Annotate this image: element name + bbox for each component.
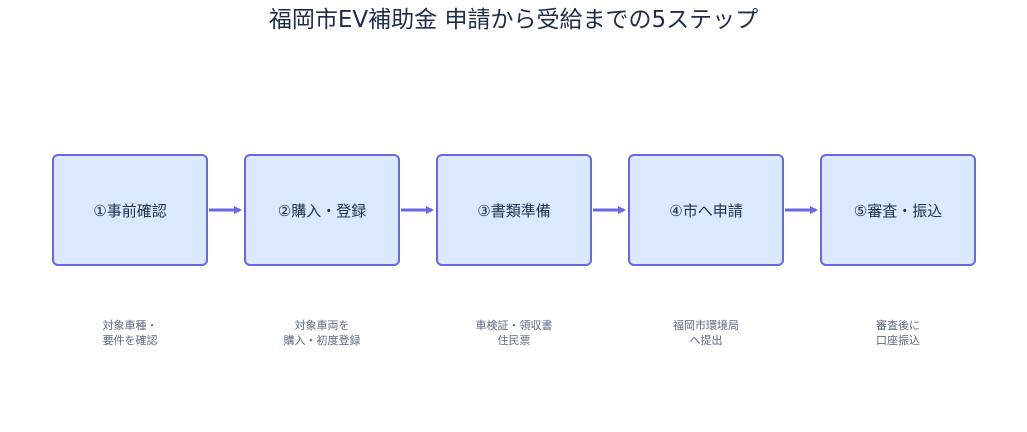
desc-line: 口座振込	[876, 334, 920, 347]
step-label: ③書類準備	[477, 201, 551, 220]
step-box-3: ③書類準備	[436, 154, 592, 266]
step-description-1: 対象車種・ 要件を確認	[52, 318, 208, 348]
desc-line: へ提出	[689, 334, 723, 347]
page-title: 福岡市EV補助金 申請から受給までの5ステップ	[268, 7, 759, 33]
step-description-3: 車検証・領収書 住民票	[436, 318, 592, 348]
step-box-4: ④市へ申請	[628, 154, 784, 266]
desc-line: 要件を確認	[102, 334, 158, 347]
step-description-5: 審査後に 口座振込	[820, 318, 976, 348]
step-box-5: ⑤審査・振込	[820, 154, 976, 266]
desc-line: 車検証・領収書	[475, 319, 553, 332]
step-box-2: ②購入・登録	[244, 154, 400, 266]
step-box-1: ①事前確認	[52, 154, 208, 266]
step-description-2: 対象車両を 購入・初度登録	[244, 318, 400, 348]
step-label: ①事前確認	[93, 201, 167, 220]
step-label: ②購入・登録	[277, 201, 367, 220]
step-description-4: 福岡市環境局 へ提出	[628, 318, 784, 348]
desc-line: 福岡市環境局	[673, 319, 739, 332]
desc-line: 住民票	[497, 334, 531, 347]
desc-line: 対象車両を	[294, 319, 350, 332]
desc-line: 購入・初度登録	[283, 334, 361, 347]
step-label: ④市へ申請	[669, 201, 743, 220]
step-label: ⑤審査・振込	[853, 201, 943, 220]
desc-line: 審査後に	[876, 319, 920, 332]
desc-line: 対象車種・	[102, 319, 158, 332]
